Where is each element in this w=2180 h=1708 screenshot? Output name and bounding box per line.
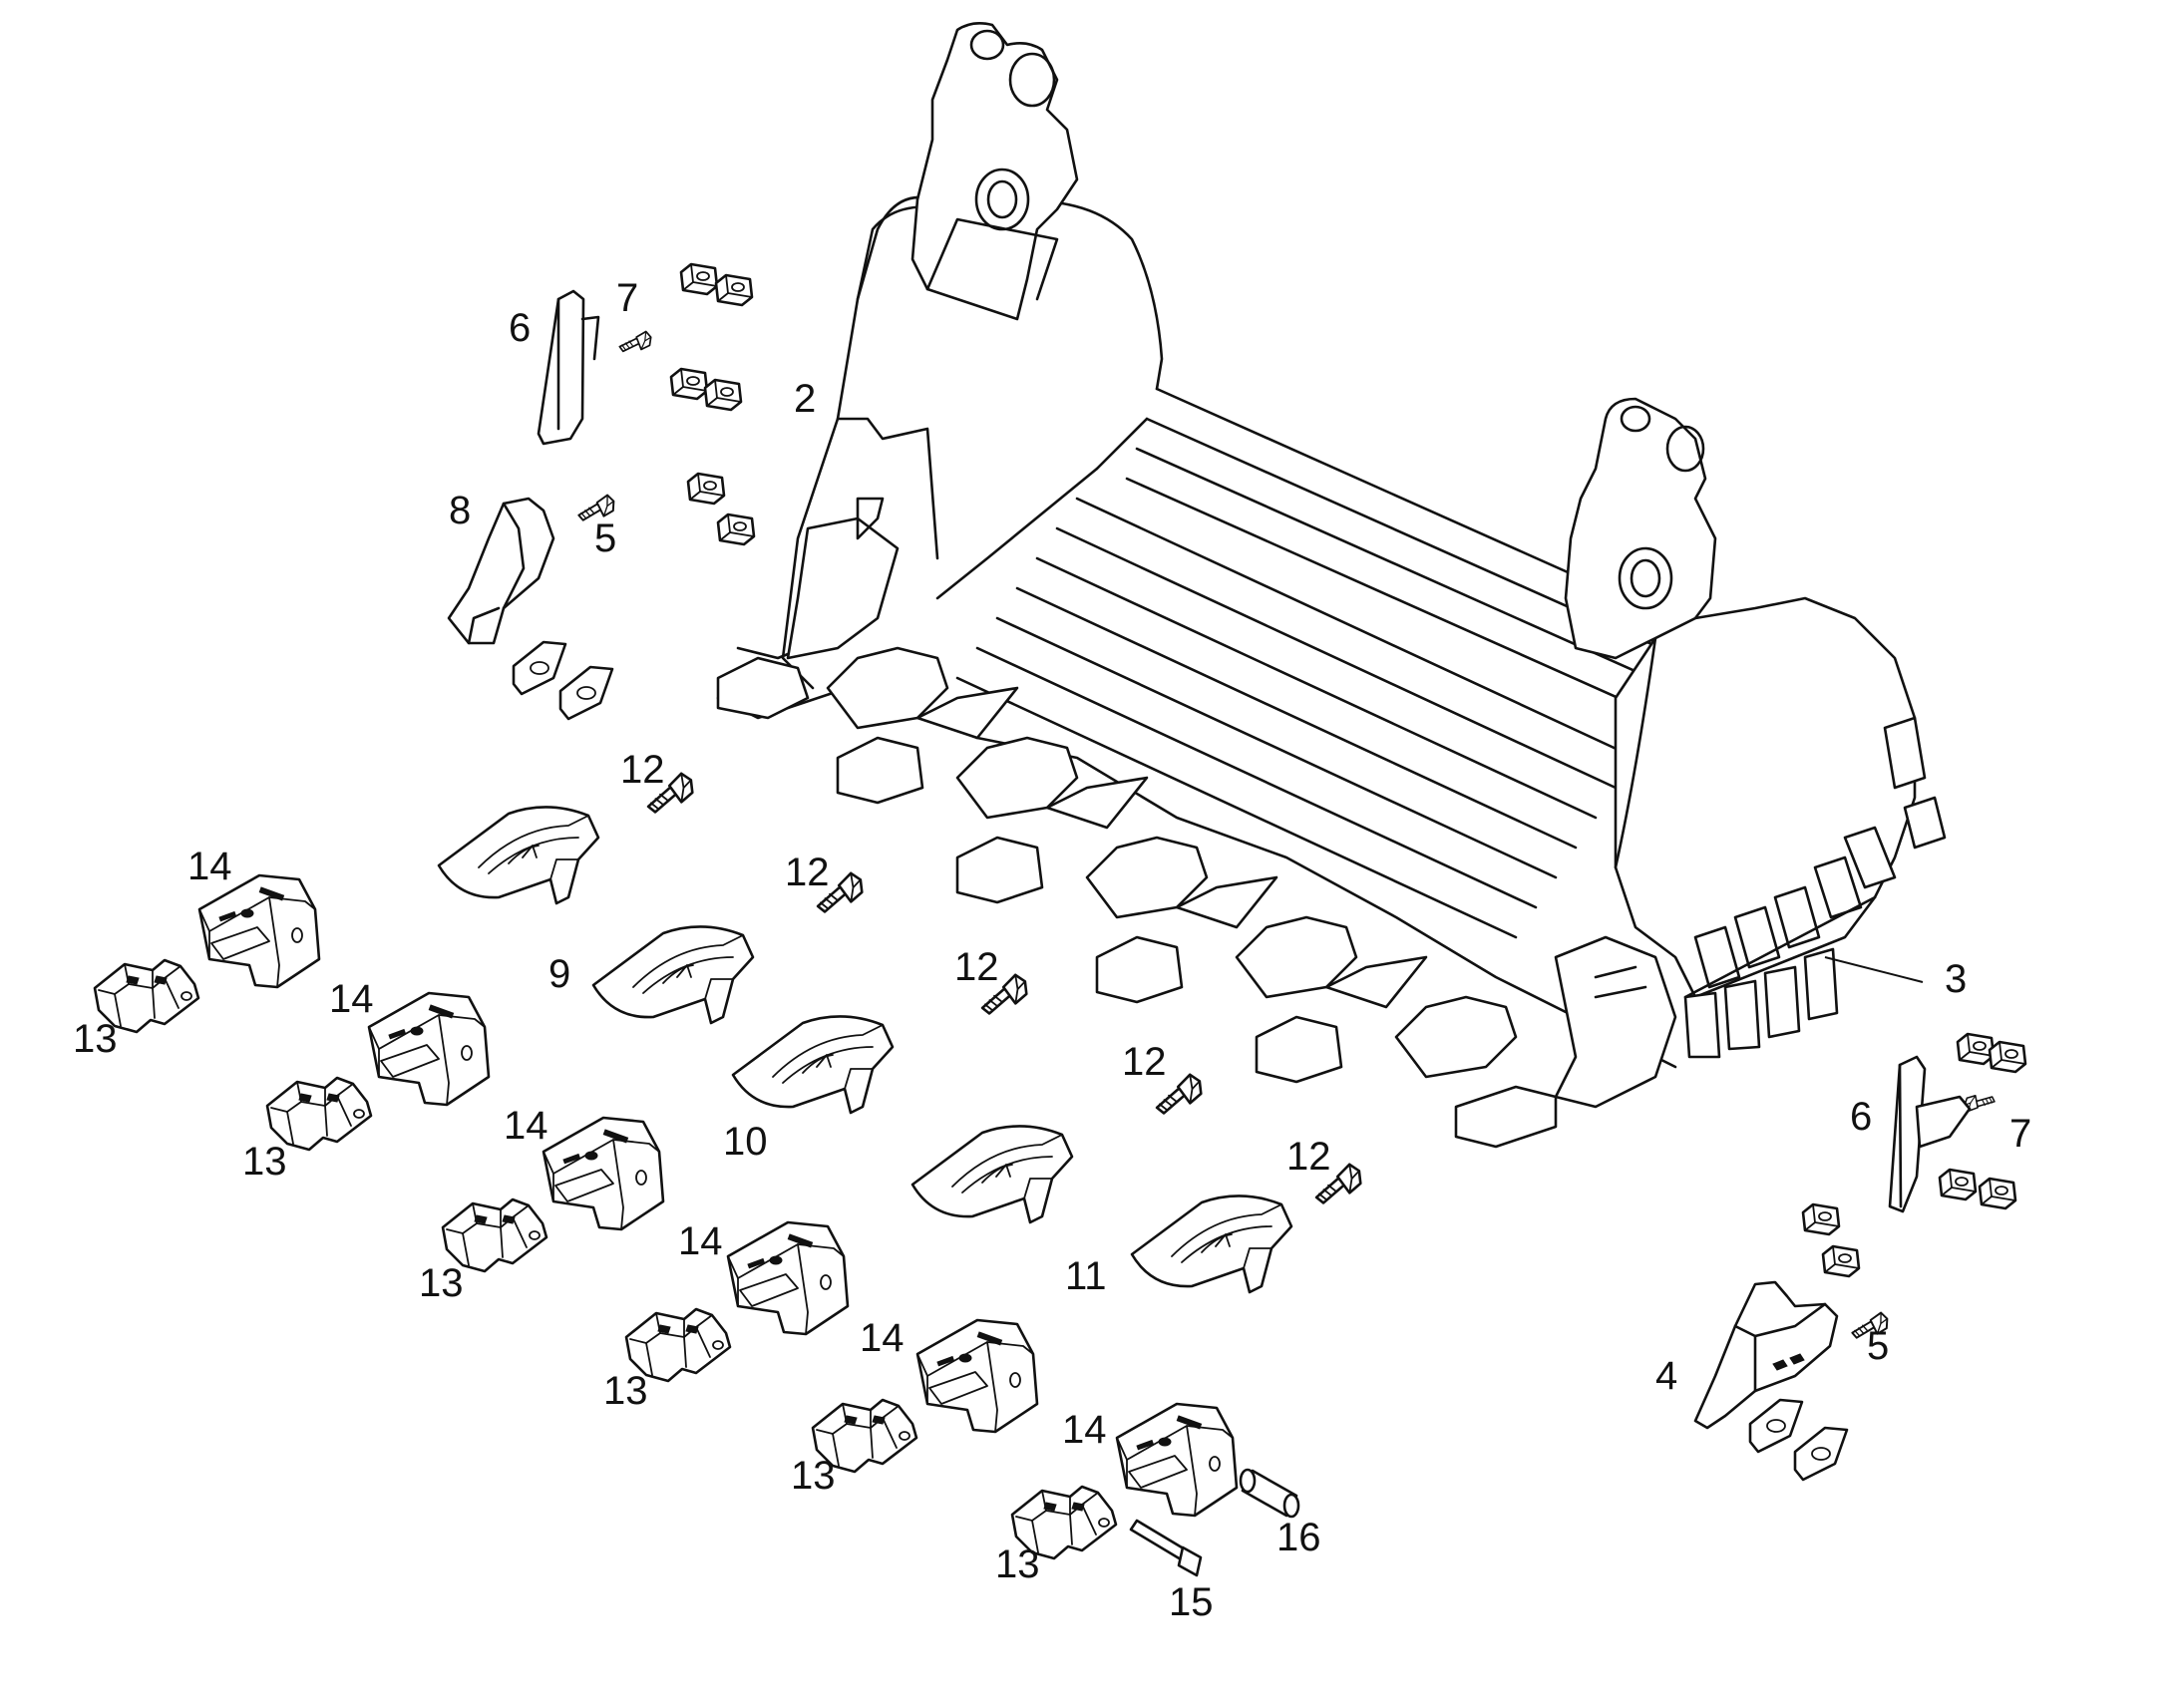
callout-14f: 14 — [1062, 1408, 1107, 1452]
bolt-15 — [1129, 1519, 1203, 1577]
tooth-tip-14f — [1115, 1402, 1239, 1518]
callout-6-right: 6 — [1850, 1095, 1872, 1139]
callout-13e: 13 — [791, 1454, 836, 1498]
callout-7-left: 7 — [616, 276, 638, 320]
callout-6-left: 6 — [509, 306, 531, 350]
callout-12b: 12 — [785, 851, 830, 894]
adapter-10 — [731, 1015, 895, 1115]
tooth-tip-14a — [197, 873, 321, 989]
callout-9: 9 — [548, 952, 570, 996]
bolt-7-left — [616, 329, 654, 354]
callout-7-right: 7 — [2009, 1112, 2031, 1156]
callout-14c: 14 — [504, 1104, 548, 1148]
side-protector-6-left — [537, 289, 600, 446]
callout-12a: 12 — [620, 748, 665, 792]
tooth-tip-14b — [367, 991, 491, 1107]
side-cutter-4 — [1693, 1280, 1839, 1430]
callout-14e: 14 — [860, 1316, 905, 1360]
tooth-tip-14d — [726, 1220, 850, 1336]
callout-12d: 12 — [1122, 1040, 1167, 1084]
adapter-9a — [437, 806, 600, 905]
callout-3: 3 — [1945, 957, 1967, 1001]
tooth-tip-14c — [542, 1116, 665, 1231]
corner-guard-8 — [447, 497, 555, 645]
callout-12c: 12 — [954, 945, 999, 989]
callout-13d: 13 — [603, 1369, 648, 1413]
callout-5-left: 5 — [594, 516, 616, 560]
adapter-11a — [910, 1125, 1074, 1224]
callout-14d: 14 — [678, 1219, 723, 1263]
callout-16: 16 — [1276, 1516, 1321, 1559]
pin-16 — [1239, 1468, 1300, 1519]
adapter-11b — [1130, 1195, 1293, 1294]
callout-14a: 14 — [187, 845, 232, 888]
nut-group-left — [669, 262, 756, 546]
callout-14b: 14 — [329, 977, 374, 1021]
callout-4: 4 — [1655, 1354, 1677, 1398]
bucket-body — [716, 22, 1947, 1149]
callout-8: 8 — [449, 489, 471, 532]
washer-plates-right — [1748, 1398, 1849, 1482]
callout-5-right: 5 — [1867, 1324, 1889, 1368]
callout-15: 15 — [1169, 1580, 1214, 1624]
callout-13f: 13 — [995, 1542, 1040, 1586]
side-protector-6-right — [1888, 1055, 1972, 1213]
washer-plates-left — [512, 640, 614, 721]
callout-11: 11 — [1065, 1254, 1107, 1298]
callout-10: 10 — [723, 1120, 768, 1164]
callout-13b: 13 — [242, 1140, 287, 1184]
adapter-9b — [591, 925, 755, 1025]
leader-3 — [1824, 956, 1924, 983]
callout-12e: 12 — [1286, 1135, 1331, 1179]
tooth-tip-14e — [915, 1318, 1039, 1434]
callout-13c: 13 — [419, 1261, 464, 1305]
callout-labels: 2 3 4 5 5 6 6 7 7 8 9 10 11 12 12 12 12 … — [73, 276, 2031, 1624]
callout-2: 2 — [794, 377, 816, 421]
callout-13a: 13 — [73, 1017, 118, 1061]
